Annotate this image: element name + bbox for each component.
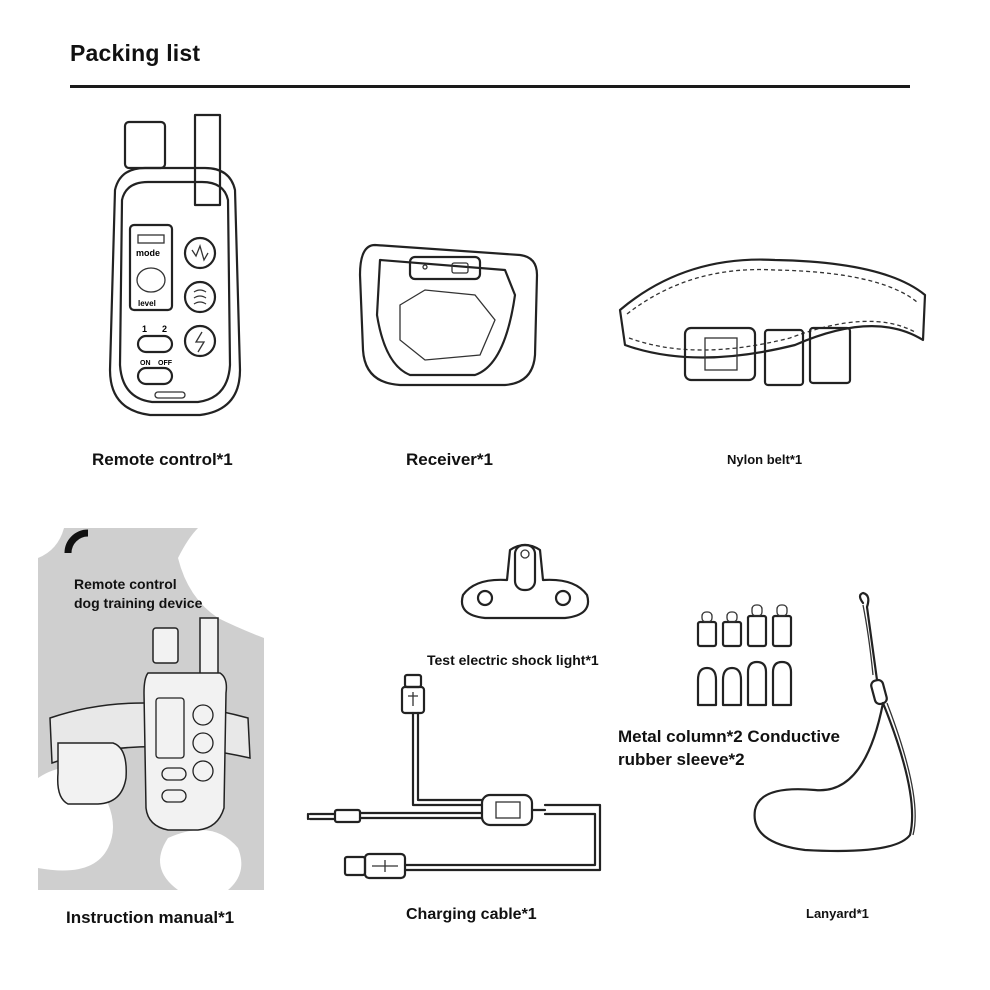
manual-title-line1: Remote control — [74, 576, 177, 592]
remote-control-label: Remote control*1 — [92, 450, 233, 469]
metal-column-illustration — [690, 600, 800, 715]
off-label: OFF — [158, 360, 173, 367]
metal-column-label-line1: Metal column*2 Conductive — [618, 727, 840, 746]
charging-cable-label: Charging cable*1 — [406, 906, 537, 923]
instruction-manual-cover: Remote control dog training device — [38, 528, 264, 890]
test-light-label: Test electric shock light*1 — [427, 652, 599, 668]
metal-column-label-line2: rubber sleeve*2 — [618, 750, 745, 769]
page-title: Packing list — [70, 40, 201, 66]
metal-column-label: Metal column*2 Conductive rubber sleeve*… — [618, 725, 840, 771]
test-light-illustration — [455, 540, 595, 630]
channel-1-label: 1 — [142, 324, 147, 334]
nylon-belt-illustration — [615, 250, 930, 400]
receiver-illustration — [355, 235, 545, 400]
title-divider — [70, 85, 910, 88]
remote-control-illustration: mode level 1 2 ON OFF — [100, 110, 250, 425]
nylon-belt-label: Nylon belt*1 — [727, 452, 803, 467]
level-label: level — [138, 299, 156, 308]
manual-title-line2: dog training device — [74, 595, 203, 611]
on-label: ON — [140, 360, 151, 367]
lanyard-illustration — [745, 591, 930, 860]
charging-cable-illustration — [300, 670, 610, 895]
channel-2-label: 2 — [162, 324, 167, 334]
manual-product-illustration — [49, 617, 251, 831]
instruction-manual-label: Instruction manual*1 — [66, 908, 235, 927]
manual-blob-decoration — [178, 528, 264, 638]
receiver-label: Receiver*1 — [406, 450, 493, 469]
mode-label: mode — [136, 248, 160, 258]
lanyard-label: Lanyard*1 — [806, 906, 869, 921]
